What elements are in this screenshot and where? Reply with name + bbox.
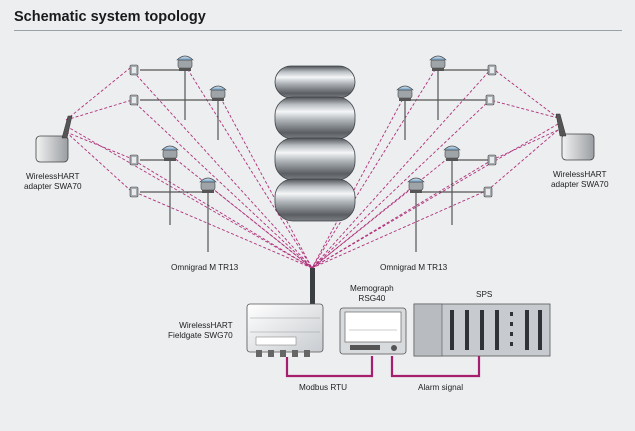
adapter-right-label-line2: adapter SWA70 — [551, 180, 609, 189]
fieldgate-label-line1: WirelessHART — [179, 321, 233, 330]
sps-label: SPS — [476, 290, 493, 299]
omnigrad-right-sensors — [404, 69, 488, 252]
memograph-device — [339, 307, 407, 355]
adapter-left-label-line1: WirelessHART — [25, 172, 80, 181]
memograph-label-line1: Memograph — [350, 284, 394, 293]
modbus-label: Modbus RTU — [299, 383, 348, 392]
fieldgate-device — [246, 268, 324, 357]
fieldgate-label: WirelessHART Fieldgate SWG70 — [168, 321, 233, 341]
adapter-right-label: WirelessHART adapter SWA70 — [551, 170, 609, 190]
adapter-right-label-line1: WirelessHART — [552, 170, 607, 179]
wired-links — [285, 356, 481, 378]
sps-device — [413, 303, 551, 357]
adapter-left-label: WirelessHART adapter SWA70 — [24, 172, 82, 192]
title-divider — [14, 30, 622, 31]
tank-stack — [274, 65, 356, 222]
alarm-label: Alarm signal — [418, 383, 464, 392]
memograph-label-line2: RSG40 — [358, 294, 386, 303]
fieldgate-label-line2: Fieldgate SWG70 — [168, 331, 233, 340]
adapter-left-device — [35, 115, 73, 163]
adapter-right-device — [555, 113, 595, 161]
memograph-label: Memograph RSG40 — [350, 284, 394, 304]
omnigrad-right-label: Omnigrad M TR13 — [380, 263, 448, 272]
omnigrad-left-label: Omnigrad M TR13 — [171, 263, 239, 272]
omnigrad-left-sensors — [140, 69, 219, 252]
wireless-links — [65, 64, 559, 269]
diagram-title: Schematic system topology — [14, 9, 206, 25]
adapter-left-label-line2: adapter SWA70 — [24, 182, 82, 191]
